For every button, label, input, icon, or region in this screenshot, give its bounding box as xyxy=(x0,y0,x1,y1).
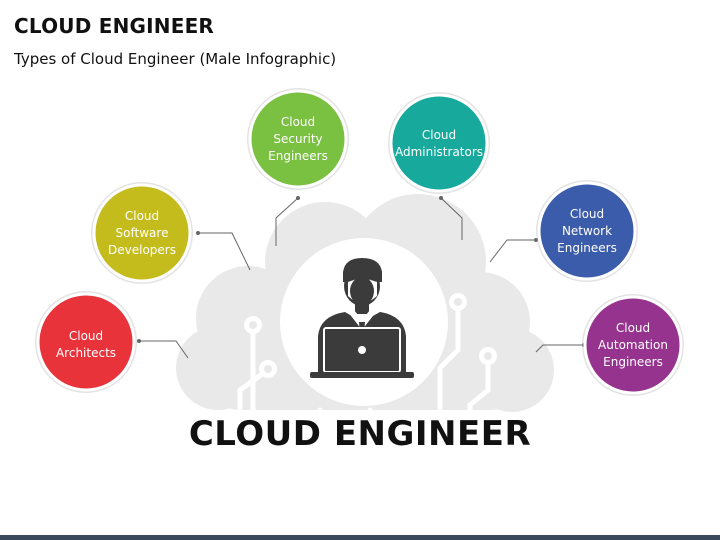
node-label-line: Cloud xyxy=(570,207,604,221)
connector-cloud-software-developers xyxy=(198,232,251,271)
node-label-line: Cloud xyxy=(422,128,456,142)
page-subtitle: Types of Cloud Engineer (Male Infographi… xyxy=(14,50,337,68)
node-label-line: Developers xyxy=(108,243,176,257)
node-label-line: Cloud xyxy=(125,209,159,223)
connector-cloud-architects xyxy=(139,340,189,359)
connector-cloud-automation-engineers xyxy=(535,344,584,353)
node-label-line: Network xyxy=(562,224,612,238)
connectors xyxy=(139,197,584,359)
connector-cloud-administrators xyxy=(440,197,463,240)
engineer-with-laptop-icon xyxy=(310,258,414,378)
node-label-line: Engineers xyxy=(557,241,617,255)
node-label-line: Engineers xyxy=(603,355,663,369)
node-label-line: Engineers xyxy=(268,149,328,163)
bottom-bar xyxy=(0,535,720,540)
node-label-line: Cloud xyxy=(281,115,315,129)
node-label-line: Security xyxy=(273,132,322,146)
node-label-line: Cloud xyxy=(616,321,650,335)
page-title: CLOUD ENGINEER xyxy=(14,14,215,38)
node-label-line: Automation xyxy=(598,338,668,352)
node-label-line: Administrators xyxy=(395,145,483,159)
node-label-line: Architects xyxy=(56,346,116,360)
connector-cloud-network-engineers xyxy=(489,239,536,263)
node-label-line: Cloud xyxy=(69,329,103,343)
connector-cloud-security-engineers xyxy=(275,197,299,246)
center-label: CLOUD ENGINEER xyxy=(188,414,532,454)
node-label-line: Software xyxy=(116,226,169,240)
